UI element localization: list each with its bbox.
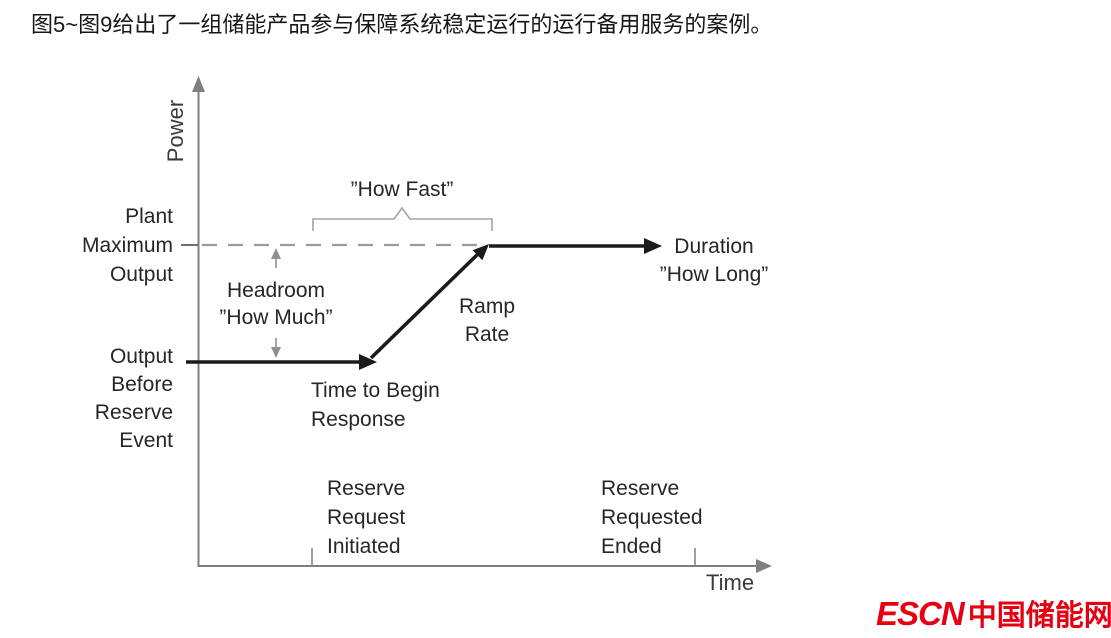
headroom-line: Headroom: [226, 279, 326, 302]
x-axis-label: Time: [706, 570, 755, 595]
headroom-line: ”How Much”: [219, 306, 333, 329]
headroom-arrow-down-icon: [271, 347, 281, 358]
plant-max-line: Plant: [125, 205, 173, 228]
output-before-line: Output: [109, 345, 173, 368]
escn-logo-chinese: 中国储能网: [967, 600, 1111, 632]
reserve-initiated-line: Request: [327, 506, 406, 529]
reserve-request-initiated-label: Reserve Request Initiated: [327, 474, 467, 561]
plant-max-line: Output: [109, 263, 173, 286]
output-before-line: Before: [111, 373, 173, 396]
ramp-arrowhead-icon: [472, 244, 489, 261]
output-before-reserve-event-label: Output Before Reserve Event: [60, 343, 173, 455]
y-axis-label: Power: [163, 99, 188, 163]
plant-max-line: Maximum: [81, 234, 173, 257]
headroom-arrow-up-icon: [271, 248, 281, 259]
escn-logo-latin: ESCN: [876, 595, 965, 632]
time-begin-line: Time to Begin: [311, 379, 440, 402]
how-fast-label: ”How Fast”: [350, 178, 454, 201]
reserve-ended-line: Reserve: [601, 477, 680, 500]
ramp-rate-label: Ramp Rate: [437, 293, 537, 349]
duration-line-text: ”How Long”: [659, 263, 769, 286]
reserve-initiated-line: Initiated: [327, 535, 401, 558]
how-fast-bracket: [312, 206, 493, 231]
ramp-rate-line: Rate: [464, 323, 510, 346]
ramp-rate-line: Ramp: [458, 295, 516, 318]
reserve-requested-ended-label: Reserve Requested Ended: [601, 474, 741, 561]
output-before-line: Event: [119, 429, 173, 452]
ramp-line: [369, 252, 480, 360]
x-axis-arrowhead-icon: [756, 559, 772, 573]
headroom-how-much-label: Headroom ”How Much”: [191, 277, 361, 331]
output-before-line: Reserve: [94, 401, 173, 424]
reserve-initiated-line: Reserve: [327, 477, 406, 500]
plant-maximum-output-label: Plant Maximum Output: [60, 202, 173, 289]
duration-how-long-label: Duration ”How Long”: [629, 233, 799, 289]
time-begin-line: Response: [311, 408, 406, 431]
duration-line-text: Duration: [674, 235, 754, 258]
output-line-arrowhead-icon: [359, 354, 377, 370]
duration-arrowhead-icon: [644, 238, 662, 254]
figure-caption: 图5~图9给出了一组储能产品参与保障系统稳定运行的运行备用服务的案例。: [31, 12, 773, 37]
reserve-ended-line: Requested: [601, 506, 703, 529]
y-axis-arrowhead-icon: [192, 76, 205, 92]
time-to-begin-response-label: Time to Begin Response: [311, 376, 511, 434]
reserve-ended-line: Ended: [601, 535, 662, 558]
escn-logo: ESCN 中国储能网: [876, 592, 1111, 634]
